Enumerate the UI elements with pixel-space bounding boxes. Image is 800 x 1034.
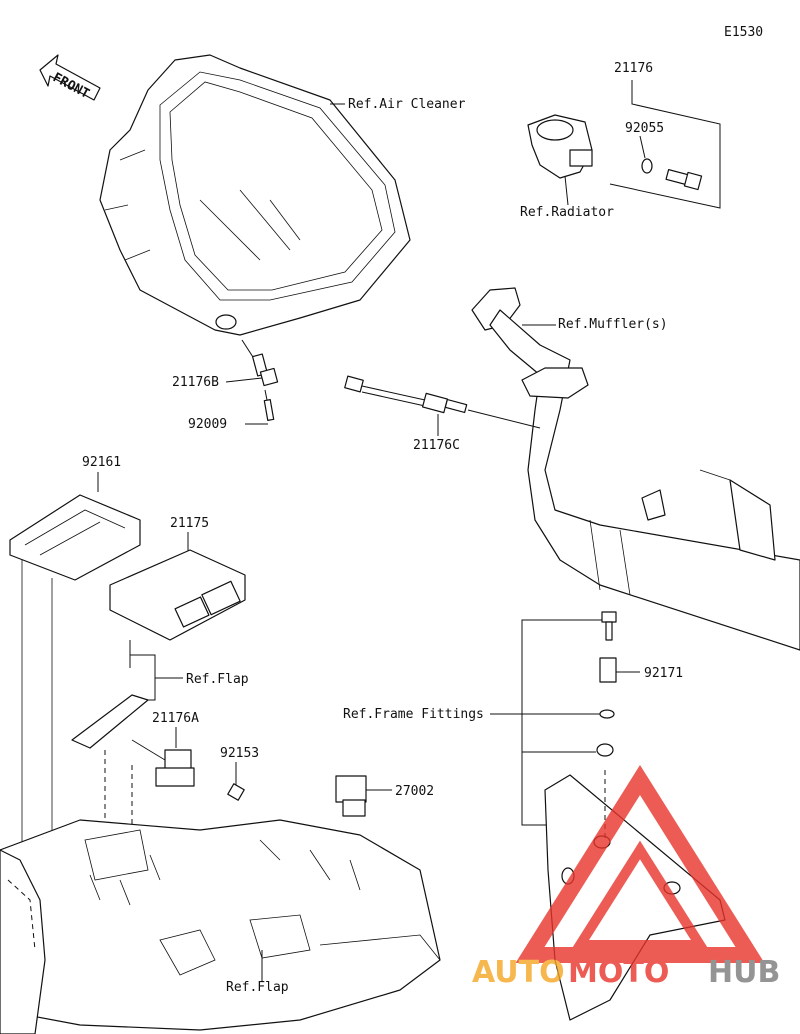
relay-27002 <box>335 775 367 817</box>
watermark-moto: MOTO <box>568 955 669 990</box>
label-21175: 21175 <box>170 516 209 531</box>
ecu-21175 <box>109 549 246 641</box>
label-ref-air-cleaner: Ref.Air Cleaner <box>348 97 466 112</box>
label-ref-flap-top: Ref.Flap <box>186 672 249 687</box>
label-ref-flap-bottom: Ref.Flap <box>226 980 289 995</box>
label-21176A: 21176A <box>152 711 199 726</box>
label-21176B: 21176B <box>172 375 219 390</box>
oxygen-sensor-21176C <box>344 375 541 436</box>
label-92161: 92161 <box>82 455 121 470</box>
label-21176: 21176 <box>614 61 653 76</box>
watermark-logo: AUTO MOTO HUB <box>472 764 780 990</box>
label-ref-frame-fittings: Ref.Frame Fittings <box>343 707 484 722</box>
label-92153: 92153 <box>220 746 259 761</box>
o-ring-92055 <box>641 158 653 174</box>
front-arrow-icon: FRONT <box>39 54 101 102</box>
washer <box>599 709 615 719</box>
grommet <box>596 743 614 757</box>
label-ref-radiator: Ref.Radiator <box>520 205 614 220</box>
label-27002: 27002 <box>395 784 434 799</box>
left-frame-rail <box>0 849 46 1034</box>
watermark-hub: HUB <box>708 955 780 990</box>
flap-bracket <box>71 640 149 830</box>
label-21176C: 21176C <box>413 438 460 453</box>
muffler <box>471 287 800 651</box>
sensor-21176A <box>155 749 195 787</box>
label-92009: 92009 <box>188 417 227 432</box>
radiator-fitting <box>527 114 593 206</box>
water-temp-sensor-21176 <box>665 168 703 191</box>
intake-air-temp-sensor-21176B <box>225 339 279 425</box>
watermark-auto: AUTO <box>472 955 565 990</box>
label-ref-muffler: Ref.Muffler(s) <box>558 317 668 332</box>
diagram-code: E1530 <box>724 25 763 40</box>
lower-frame-tray <box>0 819 441 1031</box>
air-cleaner-housing <box>99 54 411 336</box>
bolt-92153 <box>227 783 245 801</box>
bolt-92171 <box>601 611 617 641</box>
collar-92171 <box>599 657 617 683</box>
label-92171: 92171 <box>644 666 683 681</box>
label-92055: 92055 <box>625 121 664 136</box>
